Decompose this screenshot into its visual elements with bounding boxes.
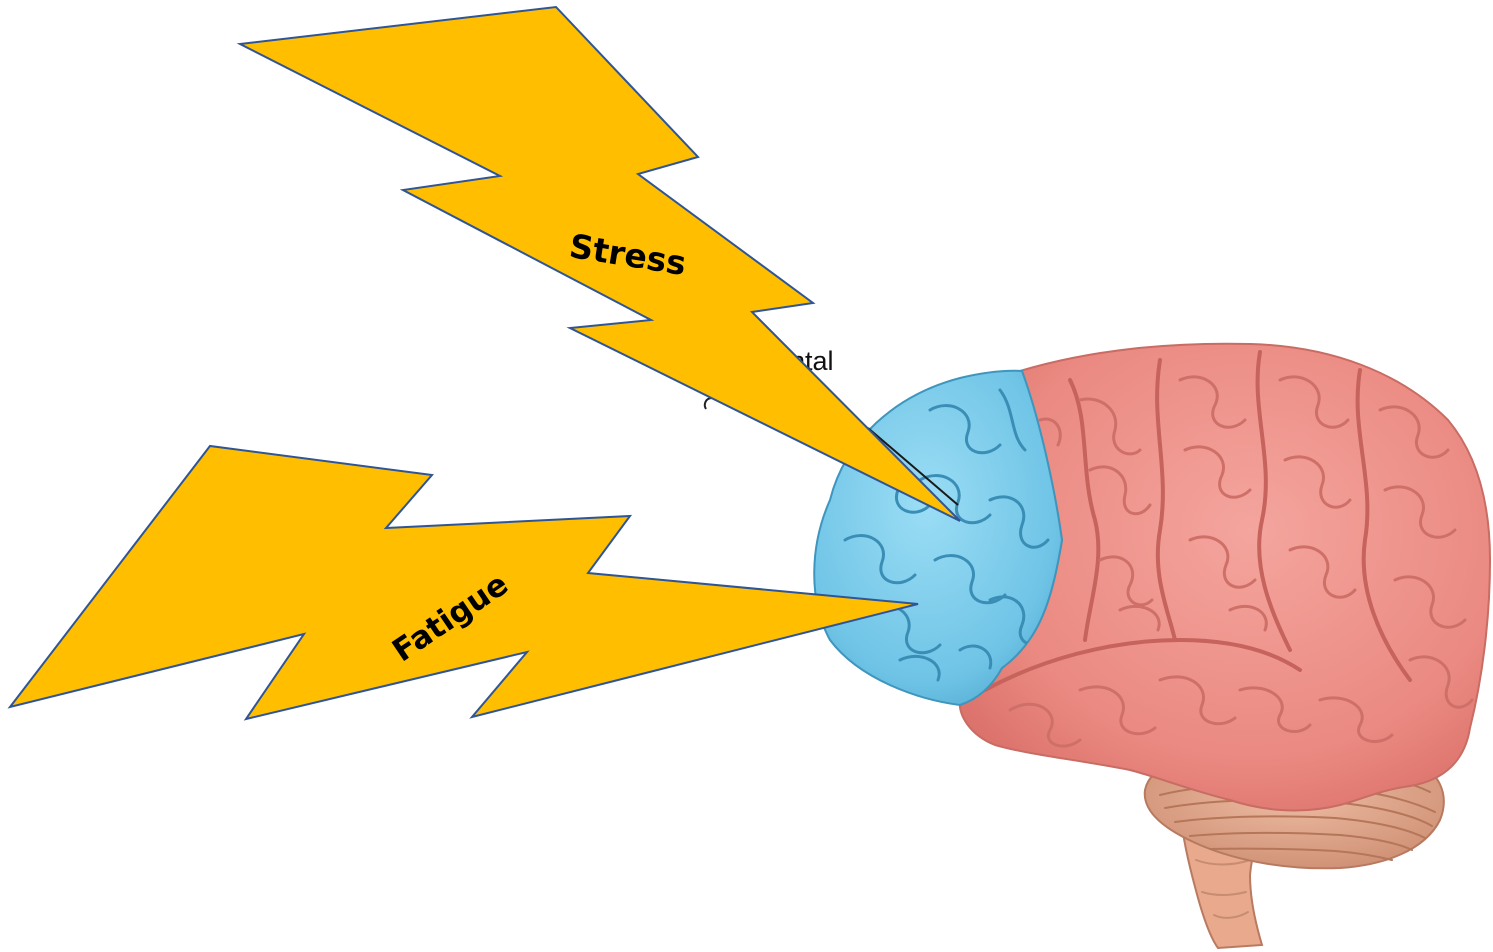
fatigue-lightning-bolt: Fatigue <box>10 446 918 719</box>
brain-illustration <box>814 344 1490 948</box>
stress-lightning-bolt: Stress <box>240 7 960 521</box>
lightning-bolt-icon <box>10 446 918 719</box>
partial-label-glyph <box>705 398 712 409</box>
